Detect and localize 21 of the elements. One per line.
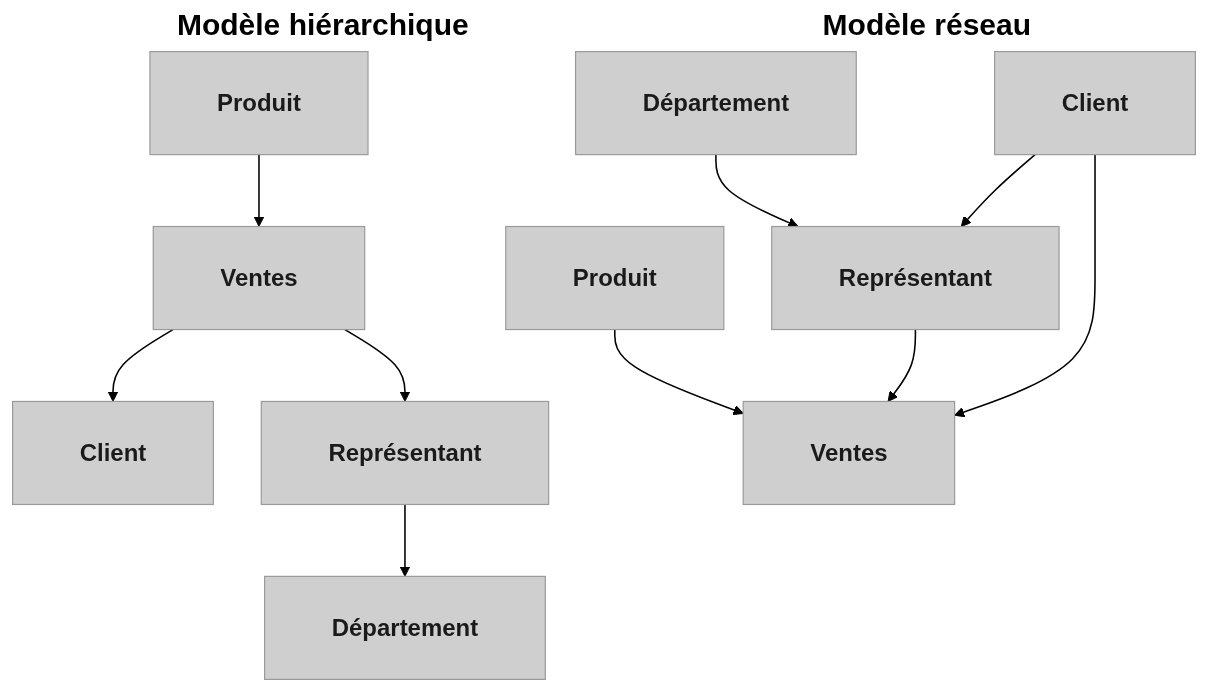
arrow [253, 153, 265, 227]
node-box: Représentant [771, 225, 1060, 331]
node-box: Client [994, 51, 1196, 156]
arrow [399, 503, 411, 577]
node-box: Ventes [742, 400, 956, 506]
diagram-heading: Modèle hiérarchique [176, 8, 469, 42]
node-box: Produit [505, 225, 725, 331]
diagram-heading: Modèle réseau [822, 8, 1032, 42]
node-box: Département [264, 575, 546, 680]
node-box: Département [574, 51, 857, 156]
node-box: Ventes [152, 225, 366, 331]
arrow [960, 153, 1036, 227]
arrow [614, 328, 744, 416]
arrow [887, 328, 917, 402]
node-box: Client [12, 400, 214, 506]
arrow [954, 153, 1096, 418]
arrow [344, 328, 411, 402]
arrow [107, 328, 174, 402]
node-box: Produit [149, 51, 369, 156]
arrow [715, 153, 799, 228]
node-box: Représentant [260, 400, 550, 506]
